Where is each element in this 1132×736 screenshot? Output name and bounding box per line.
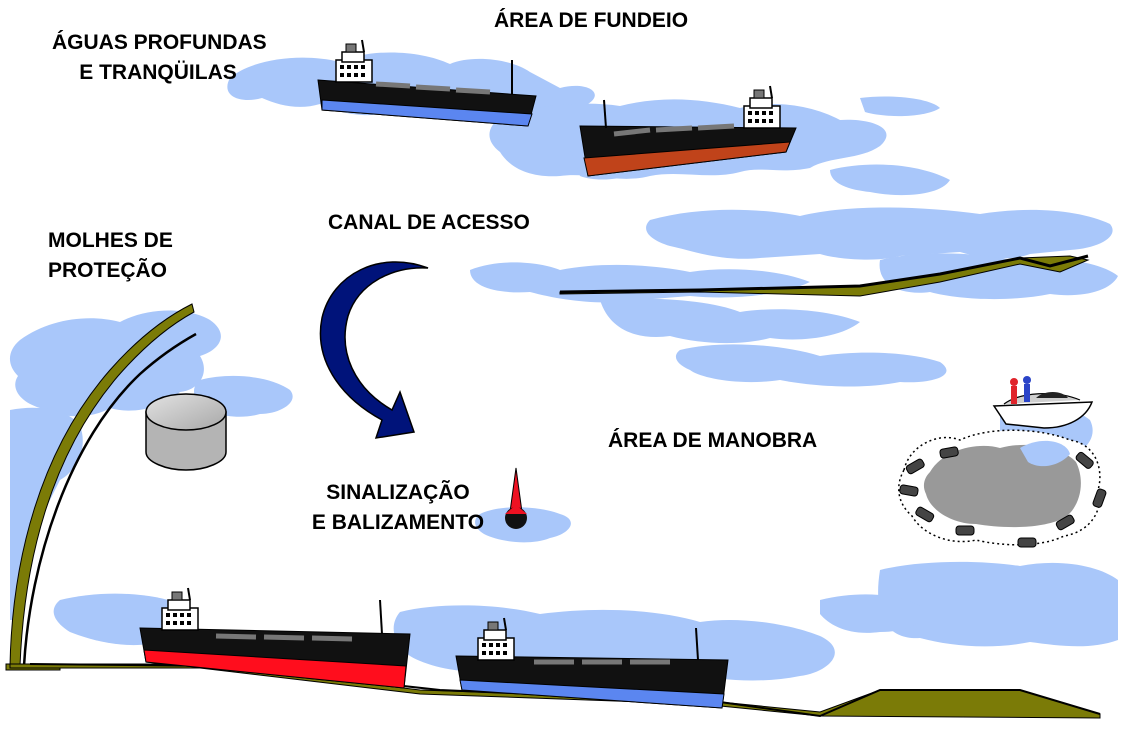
ship-icon xyxy=(317,39,537,127)
fender-icon xyxy=(899,484,919,497)
label-deep-water-line2: E TRANQÜILAS xyxy=(79,61,237,84)
ship-icon xyxy=(579,85,797,177)
fender-icon xyxy=(955,525,975,536)
label-breakwaters: MOLHES DE PROTEÇÃO xyxy=(48,226,173,286)
buoy-icon xyxy=(505,467,527,529)
ship-icon xyxy=(139,587,411,689)
fender-icon xyxy=(1055,514,1075,531)
label-signaling: SINALIZAÇÃO E BALIZAMENTO xyxy=(310,478,486,538)
storage-tank-icon xyxy=(145,393,227,471)
label-signaling-line1: SINALIZAÇÃO xyxy=(326,481,470,504)
fender-icon xyxy=(939,446,959,459)
ship-icon xyxy=(455,617,729,709)
label-maneuver-area-text: ÁREA DE MANOBRA xyxy=(608,429,818,452)
fender-icon xyxy=(1075,451,1094,469)
marina-dock xyxy=(898,429,1107,548)
label-deep-water: ÁGUAS PROFUNDAS E TRANQÜILAS xyxy=(52,28,267,88)
fender-icon xyxy=(1092,488,1107,508)
label-breakwaters-line1: MOLHES DE xyxy=(48,229,173,252)
label-access-channel-text: CANAL DE ACESSO xyxy=(328,211,530,234)
water-patches xyxy=(9,52,1118,681)
motorboat-icon xyxy=(992,376,1094,429)
fender-icon xyxy=(1017,537,1037,548)
curved-arrow-icon xyxy=(319,261,429,439)
label-access-channel: CANAL DE ACESSO xyxy=(328,208,530,238)
label-anchorage-text: ÁREA DE FUNDEIO xyxy=(494,9,689,32)
label-deep-water-line1: ÁGUAS PROFUNDAS xyxy=(52,31,267,54)
label-signaling-line2: E BALIZAMENTO xyxy=(311,511,485,534)
label-breakwaters-line2: PROTEÇÃO xyxy=(48,259,168,282)
coastline-right xyxy=(559,254,1090,297)
label-anchorage: ÁREA DE FUNDEIO xyxy=(494,6,688,36)
fender-icon xyxy=(905,458,925,475)
fender-icon xyxy=(915,506,935,523)
label-maneuver-area: ÁREA DE MANOBRA xyxy=(608,426,817,456)
